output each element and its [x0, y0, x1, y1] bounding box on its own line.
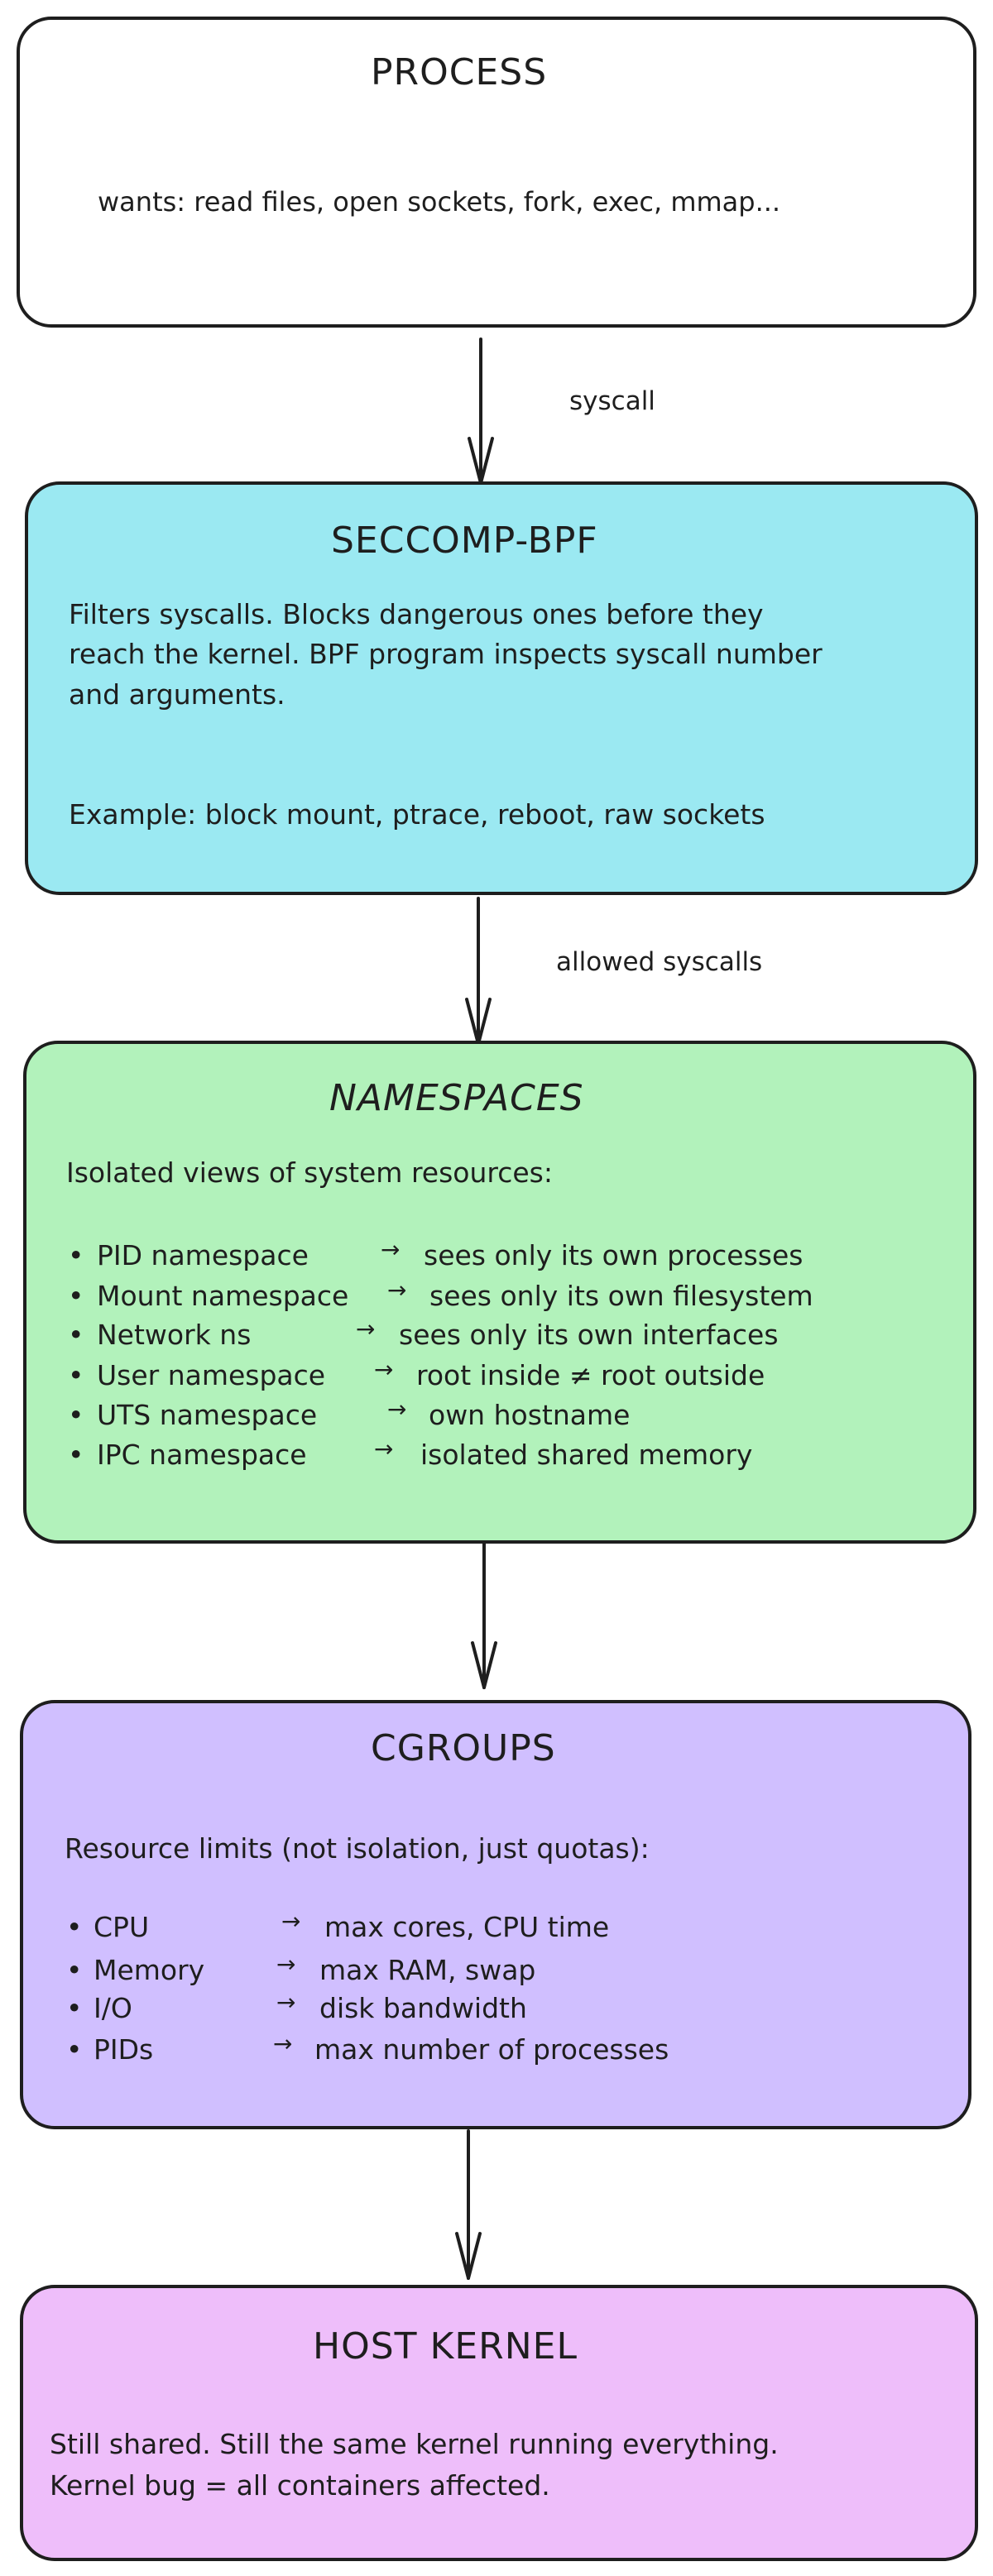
arrow-right-icon: → — [374, 1356, 394, 1383]
namespace-name: IPC namespace — [97, 1439, 307, 1471]
namespace-name: Mount namespace — [97, 1280, 349, 1312]
bullet-icon: • — [66, 1954, 83, 1986]
bullet-icon: • — [66, 1911, 83, 1943]
arrow-right-icon: → — [356, 1315, 376, 1343]
process-body: wants: read files, open sockets, fork, e… — [98, 186, 781, 218]
arrow-right-icon: → — [281, 1908, 301, 1935]
arrow-right-icon: → — [276, 1951, 296, 1978]
syscall-label: syscall — [569, 386, 655, 416]
seccomp-desc-line-3: and arguments. — [69, 678, 285, 711]
allowed-syscalls-label: allowed syscalls — [556, 947, 763, 977]
host-kernel-box[interactable] — [20, 2285, 978, 2561]
namespaces-title: NAMESPACES — [329, 1077, 584, 1119]
arrow-down-icon — [455, 2129, 482, 2280]
cgroup-desc: max RAM, swap — [319, 1954, 536, 1986]
arrow-right-icon: → — [273, 2030, 293, 2057]
seccomp-bpf-box[interactable] — [25, 481, 978, 895]
cgroup-desc: disk bandwidth — [319, 1992, 527, 2024]
cgroups-intro: Resource limits (not isolation, just quo… — [65, 1832, 650, 1865]
namespace-name: PID namespace — [97, 1239, 309, 1271]
namespace-desc: own hostname — [429, 1399, 631, 1431]
bullet-icon: • — [66, 1992, 83, 2024]
bullet-icon: • — [68, 1280, 84, 1312]
host-kernel-line-2: Kernel bug = all containers affected. — [50, 2469, 550, 2502]
seccomp-example: Example: block mount, ptrace, reboot, ra… — [69, 798, 765, 831]
cgroup-desc: max number of processes — [314, 2033, 669, 2066]
bullet-icon: • — [68, 1359, 84, 1391]
seccomp-title: SECCOMP-BPF — [331, 520, 598, 562]
namespace-desc: sees only its own interfaces — [399, 1319, 779, 1351]
seccomp-desc-line-2: reach the kernel. BPF program inspects s… — [69, 638, 823, 670]
seccomp-desc-line-1: Filters syscalls. Blocks dangerous ones … — [69, 598, 764, 630]
namespaces-intro: Isolated views of system resources: — [66, 1156, 553, 1189]
namespace-name: UTS namespace — [97, 1399, 318, 1431]
cgroup-name: I/O — [94, 1992, 132, 2024]
arrow-right-icon: → — [374, 1435, 394, 1463]
namespace-name: User namespace — [97, 1359, 326, 1391]
namespace-desc: sees only its own filesystem — [429, 1280, 813, 1312]
cgroup-desc: max cores, CPU time — [324, 1911, 610, 1943]
process-box[interactable] — [17, 17, 976, 328]
arrow-right-icon: → — [276, 1989, 296, 2016]
host-kernel-line-1: Still shared. Still the same kernel runn… — [50, 2428, 779, 2460]
arrow-right-icon: → — [387, 1276, 407, 1304]
bullet-icon: • — [66, 2033, 83, 2066]
cgroup-name: Memory — [94, 1954, 205, 1986]
namespace-desc: sees only its own processes — [424, 1239, 804, 1271]
namespace-name: Network ns — [97, 1319, 252, 1351]
host-kernel-title: HOST KERNEL — [313, 2325, 578, 2368]
namespaces-box[interactable] — [23, 1041, 976, 1544]
arrow-down-icon — [468, 338, 494, 485]
arrow-right-icon: → — [387, 1396, 407, 1423]
arrow-right-icon: → — [381, 1236, 401, 1263]
bullet-icon: • — [68, 1319, 84, 1351]
namespace-desc: isolated shared memory — [420, 1439, 753, 1471]
cgroup-name: PIDs — [94, 2033, 154, 2066]
namespace-desc: root inside ≠ root outside — [416, 1359, 765, 1391]
cgroups-box[interactable] — [20, 1700, 971, 2129]
cgroups-title: CGROUPS — [371, 1727, 556, 1769]
process-title: PROCESS — [371, 51, 548, 93]
arrow-down-icon — [465, 897, 492, 1046]
cgroup-name: CPU — [94, 1911, 150, 1943]
arrow-down-icon — [471, 1542, 497, 1689]
bullet-icon: • — [68, 1439, 84, 1471]
bullet-icon: • — [68, 1399, 84, 1431]
bullet-icon: • — [68, 1239, 84, 1271]
